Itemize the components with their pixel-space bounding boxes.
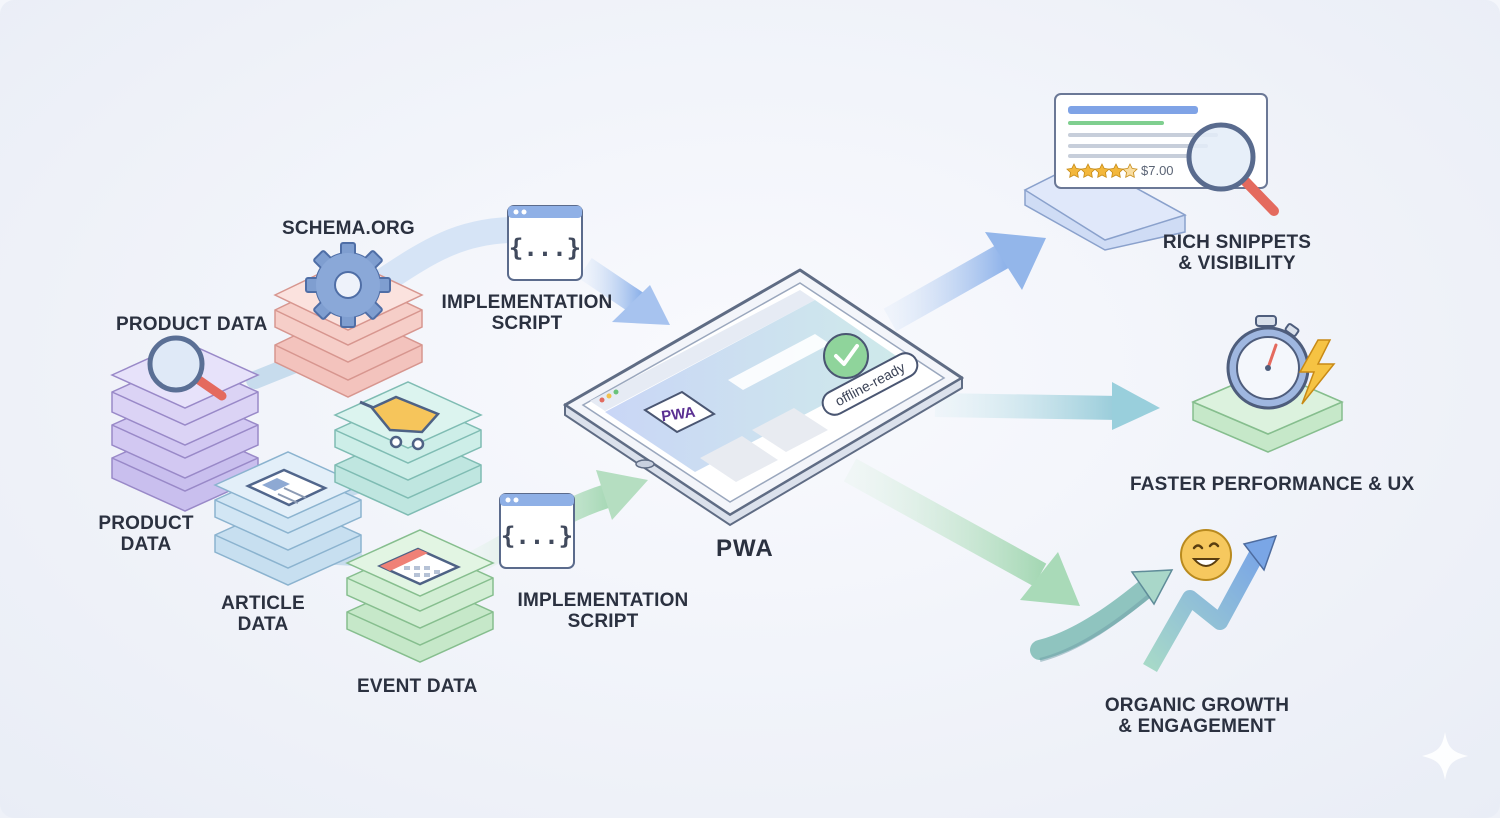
rich-snippets-graphic: $7.00 [1023, 93, 1279, 251]
article-data-label: ARTICLE DATA [214, 593, 312, 635]
growth-label-line1: ORGANIC GROWTH [1104, 695, 1290, 716]
check-icon [823, 333, 869, 379]
product-data-stack [110, 335, 260, 512]
rich-snippets-label-line1: RICH SNIPPETS [1162, 232, 1312, 253]
smiley-icon [1180, 529, 1232, 581]
sparkle-icon [1422, 732, 1468, 780]
event-data-stack [345, 529, 495, 663]
product-data-label-line2: DATA [120, 534, 172, 555]
article-data-label-line2: DATA [237, 614, 289, 635]
implementation-script-window-bottom: {...} [499, 493, 575, 569]
schema-org-label: SCHEMA.ORG [282, 218, 415, 239]
product-data-label-line1: PRODUCT [98, 513, 194, 534]
implementation-script-label-top: IMPLEMENTATION SCRIPT [440, 292, 614, 334]
product-data-label-top: PRODUCT DATA [116, 314, 268, 335]
script-label-top-line1: IMPLEMENTATION [441, 292, 613, 313]
arrow-schema-to-script [372, 217, 523, 293]
pwa-title: PWA [716, 535, 774, 562]
performance-label: FASTER PERFORMANCE & UX [1130, 474, 1415, 495]
script-label-bottom-line2: SCRIPT [567, 611, 639, 632]
product-data-label-side: PRODUCT DATA [98, 513, 194, 555]
script-label-top-line2: SCRIPT [491, 313, 563, 334]
document-icon [244, 468, 329, 507]
lightning-icon [1298, 339, 1336, 405]
arrow-to-growth [843, 458, 1080, 606]
magnifier-icon [147, 335, 227, 401]
script-label-bottom-line1: IMPLEMENTATION [517, 590, 689, 611]
implementation-script-label-bottom: IMPLEMENTATION SCRIPT [516, 590, 690, 632]
article-data-label-line1: ARTICLE [221, 593, 305, 614]
shopping-cart-icon [359, 395, 441, 451]
stopwatch-icon [1226, 315, 1310, 410]
event-data-label: EVENT DATA [357, 676, 478, 697]
arrow-script-to-pwa-top [578, 258, 670, 325]
arrow-to-performance [934, 382, 1160, 430]
growth-label-line2: & ENGAGEMENT [1118, 716, 1276, 737]
implementation-script-window-top: {...} [507, 205, 583, 281]
growth-label: ORGANIC GROWTH & ENGAGEMENT [1102, 695, 1292, 737]
rating-stars-icon [1066, 163, 1138, 179]
script-code-top: {...} [509, 234, 581, 262]
snippet-price: $7.00 [1141, 163, 1174, 178]
arrow-to-rich-snippets [883, 232, 1046, 332]
pwa-logo-text: PWA [660, 404, 696, 426]
rich-snippets-label-line2: & VISIBILITY [1178, 253, 1296, 274]
magnifier-icon [1186, 122, 1279, 216]
script-code-bottom: {...} [501, 522, 573, 550]
growth-graphic [1030, 529, 1278, 672]
performance-graphic [1191, 315, 1344, 453]
rich-snippets-label: RICH SNIPPETS & VISIBILITY [1160, 232, 1314, 274]
schema-org-stack [273, 242, 424, 398]
pwa-logo: PWA [643, 390, 716, 434]
calendar-icon [376, 547, 462, 586]
cart-data-stack [333, 381, 483, 516]
gear-icon [305, 242, 391, 328]
